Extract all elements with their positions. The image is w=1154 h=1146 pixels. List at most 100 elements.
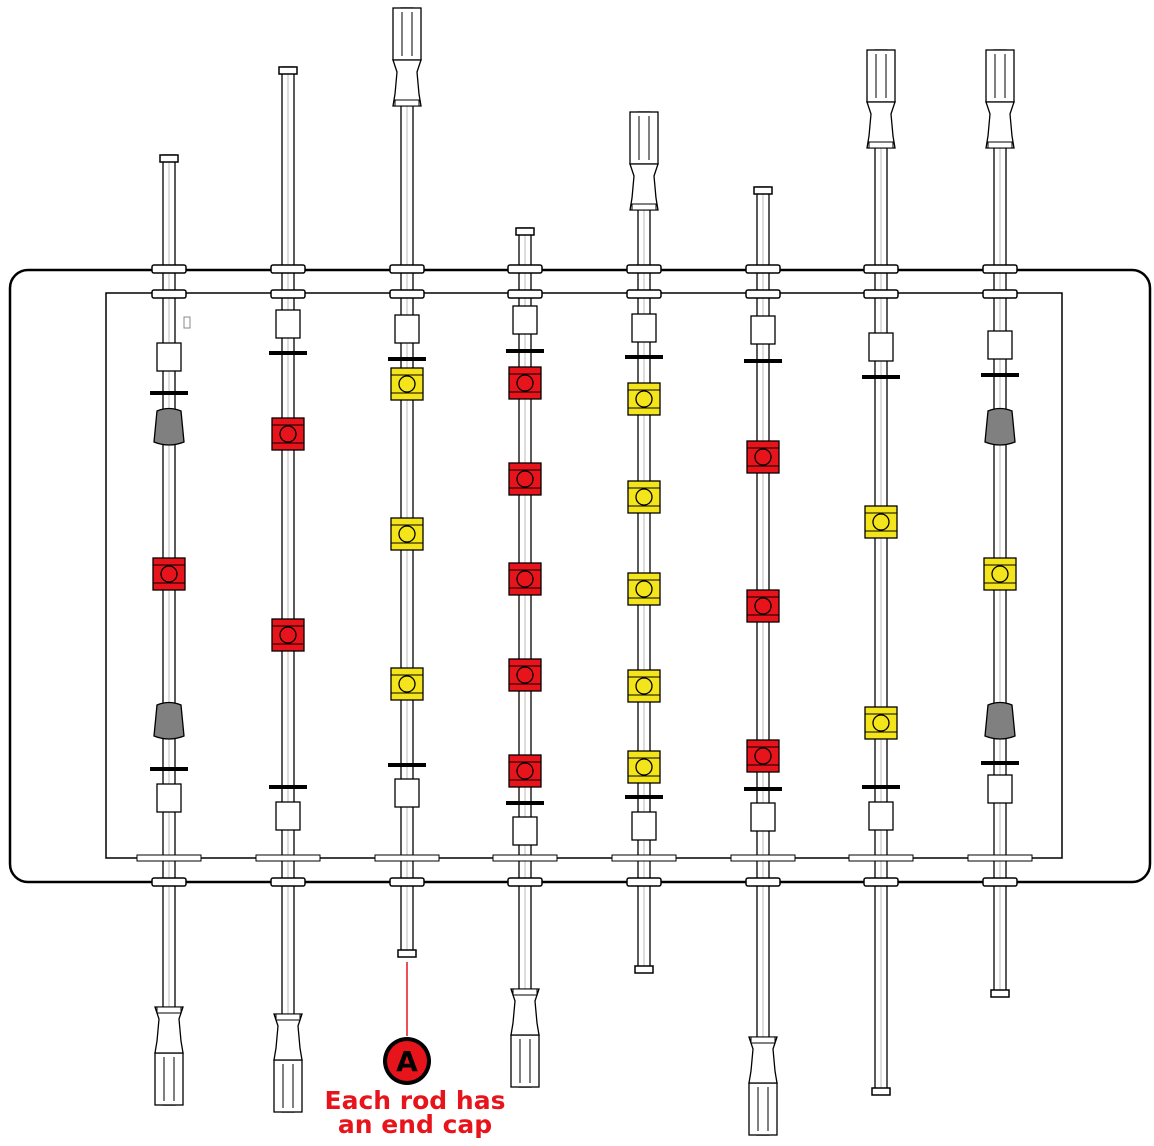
rod-bumper bbox=[512, 816, 538, 846]
player-head bbox=[872, 714, 890, 732]
rod-3 bbox=[374, 7, 440, 958]
rod-bearing bbox=[151, 264, 187, 274]
player-head bbox=[635, 488, 653, 506]
player-head bbox=[635, 677, 653, 695]
handle-ring bbox=[156, 1006, 182, 1014]
handle-ring bbox=[512, 988, 538, 996]
rod-base-plate bbox=[492, 854, 558, 862]
red-player-figure bbox=[152, 557, 186, 591]
handle-ring bbox=[750, 1036, 776, 1044]
rod-stopper bbox=[981, 373, 1019, 377]
red-player-figure bbox=[271, 618, 305, 652]
handle-neck bbox=[510, 988, 540, 1036]
goalie-figure bbox=[984, 701, 1016, 740]
rod-end-cap bbox=[397, 949, 417, 958]
player-head bbox=[160, 565, 178, 583]
yellow-player-figure bbox=[864, 706, 898, 740]
player-head bbox=[398, 675, 416, 693]
handle-ring bbox=[987, 141, 1013, 149]
rod-stopper bbox=[150, 767, 188, 771]
rod-bumper bbox=[275, 801, 301, 831]
handle-grip bbox=[629, 111, 659, 165]
rod-stopper bbox=[269, 351, 307, 355]
rod-6 bbox=[730, 186, 796, 1136]
rod-bearing bbox=[982, 264, 1018, 274]
rod-bumper bbox=[156, 342, 182, 372]
rod-stopper bbox=[506, 801, 544, 805]
rod-8 bbox=[967, 49, 1033, 998]
rod-bearing bbox=[389, 264, 425, 274]
rod-base-plate bbox=[374, 854, 440, 862]
rod-stopper bbox=[625, 355, 663, 359]
red-player-figure bbox=[271, 417, 305, 451]
player-head bbox=[398, 525, 416, 543]
rod-handle bbox=[510, 988, 540, 1088]
rod-5 bbox=[611, 111, 677, 974]
rod-bearing bbox=[982, 289, 1018, 299]
red-player-figure bbox=[508, 658, 542, 692]
yellow-player-figure bbox=[627, 572, 661, 606]
player-head bbox=[635, 758, 653, 776]
rod-bearing bbox=[626, 264, 662, 274]
rod-bearing bbox=[507, 877, 543, 887]
rods-layer bbox=[136, 7, 1033, 1136]
red-player-figure bbox=[508, 562, 542, 596]
player-head bbox=[516, 762, 534, 780]
player-head bbox=[279, 425, 297, 443]
yellow-player-figure bbox=[627, 480, 661, 514]
rod-bearing bbox=[389, 289, 425, 299]
yellow-player-figure bbox=[627, 750, 661, 784]
yellow-player-figure bbox=[627, 382, 661, 416]
handle-grip bbox=[273, 1059, 303, 1113]
yellow-player-figure bbox=[390, 517, 424, 551]
rod-bearing bbox=[270, 877, 306, 887]
rod-stopper bbox=[862, 785, 900, 789]
red-player-figure bbox=[746, 739, 780, 773]
yellow-player-figure bbox=[390, 667, 424, 701]
player-head bbox=[754, 448, 772, 466]
goalie-figure bbox=[984, 407, 1016, 446]
player-head bbox=[635, 390, 653, 408]
red-player-figure bbox=[508, 462, 542, 496]
rod-end-cap bbox=[159, 154, 179, 163]
red-player-figure bbox=[508, 366, 542, 400]
rod-stopper bbox=[981, 761, 1019, 765]
rod-bumper bbox=[631, 313, 657, 343]
rod-bearing bbox=[745, 877, 781, 887]
handle-ring bbox=[275, 1013, 301, 1021]
goalie-figure bbox=[153, 407, 185, 446]
handle-ring bbox=[631, 203, 657, 211]
rod-base-plate bbox=[730, 854, 796, 862]
rod-stopper bbox=[862, 375, 900, 379]
rod-handle bbox=[273, 1013, 303, 1113]
rod-bearing bbox=[389, 877, 425, 887]
player-head bbox=[516, 570, 534, 588]
handle-neck bbox=[748, 1036, 778, 1084]
handle-ring bbox=[868, 141, 894, 149]
rod-stopper bbox=[269, 785, 307, 789]
rod-bearing bbox=[270, 289, 306, 299]
rod-stopper bbox=[625, 795, 663, 799]
rod-bumper bbox=[750, 315, 776, 345]
red-player-figure bbox=[746, 440, 780, 474]
callout-line-2: an end cap bbox=[337, 1110, 493, 1139]
callout-text: Each rod has an end cap bbox=[300, 1088, 530, 1139]
rod-base-plate bbox=[848, 854, 914, 862]
rod-bearing bbox=[151, 877, 187, 887]
rod-7 bbox=[848, 49, 914, 1096]
rod-stopper bbox=[388, 763, 426, 767]
red-player-figure bbox=[508, 754, 542, 788]
player-head bbox=[279, 626, 297, 644]
handle-grip bbox=[510, 1034, 540, 1088]
rod-bumper bbox=[394, 778, 420, 808]
playing-field bbox=[105, 292, 1063, 859]
player-head bbox=[635, 580, 653, 598]
player-head bbox=[754, 597, 772, 615]
rod-bumper bbox=[275, 309, 301, 339]
yellow-player-figure bbox=[390, 367, 424, 401]
rod-base-plate bbox=[611, 854, 677, 862]
player-head bbox=[516, 374, 534, 392]
rod-bumper bbox=[394, 314, 420, 344]
small-marker bbox=[183, 316, 191, 329]
